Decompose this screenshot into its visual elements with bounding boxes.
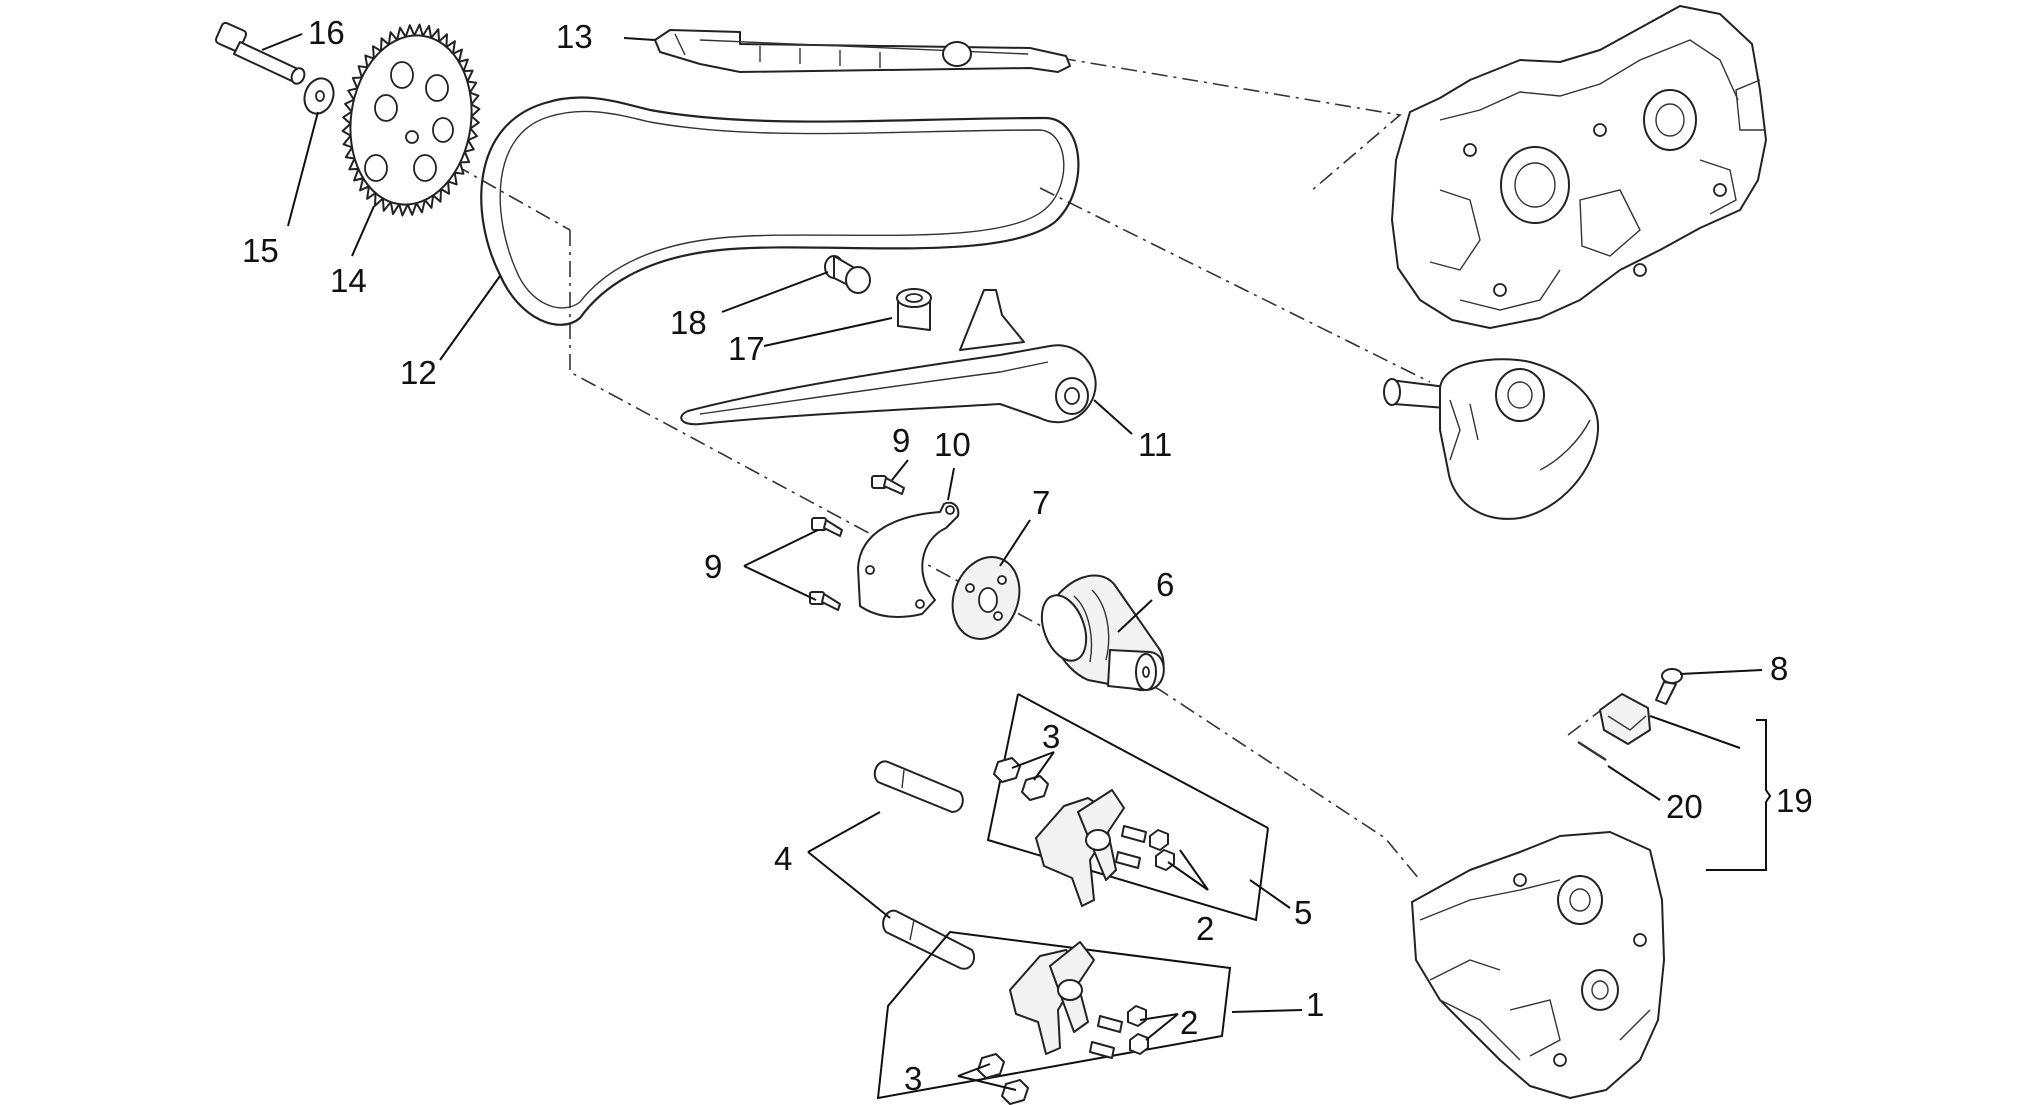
label-11: 11 <box>1138 426 1172 463</box>
part-20-gasket <box>1577 740 1607 762</box>
label-16: 16 <box>308 14 345 51</box>
callout-labels: 1 2 2 3 3 4 5 6 7 8 9 9 10 11 12 13 14 1… <box>242 14 1813 1097</box>
part-11-chain-tensioner-slider <box>680 289 1097 426</box>
label-3: 3 <box>1042 718 1060 755</box>
part-12-timing-chain <box>480 96 1080 326</box>
label-6: 6 <box>1156 566 1174 603</box>
label-1: 1 <box>1306 986 1324 1023</box>
part-5-rocker-arm-assembly <box>986 693 1269 922</box>
label-10: 10 <box>934 426 971 463</box>
label-18: 18 <box>670 304 707 341</box>
part-19-tensioner-plug-assembly <box>1599 693 1651 745</box>
label-9: 9 <box>704 548 722 585</box>
label-2: 2 <box>1196 910 1214 947</box>
part-13-upper-chain-guide <box>654 29 1071 73</box>
part-7-cam-disc <box>951 556 1021 640</box>
label-2: 2 <box>1180 1004 1198 1041</box>
part-16-bolt <box>214 21 306 85</box>
label-19: 19 <box>1776 782 1813 819</box>
engine-crankcase <box>1391 5 1767 329</box>
part-10-retaining-plate <box>857 501 960 618</box>
label-5: 5 <box>1294 894 1312 931</box>
label-4: 4 <box>774 840 792 877</box>
part-14-cam-sprocket <box>341 23 481 217</box>
label-8: 8 <box>1770 650 1788 687</box>
engine-crankshaft <box>1383 358 1600 520</box>
label-17: 17 <box>728 330 765 367</box>
label-14: 14 <box>330 262 367 299</box>
leader-lines <box>261 33 1772 1091</box>
label-3: 3 <box>904 1060 922 1097</box>
part-4-rocker-shafts <box>873 760 976 970</box>
part-6-camshaft <box>1040 574 1165 692</box>
engine-cylinder-head <box>1411 831 1665 1099</box>
part-9-screws <box>809 475 905 611</box>
part-15-washer <box>303 77 335 115</box>
part-17-bushing <box>896 288 932 331</box>
label-15: 15 <box>242 232 279 269</box>
part-8-screw <box>1655 668 1683 705</box>
label-7: 7 <box>1032 484 1050 521</box>
label-13: 13 <box>556 18 593 55</box>
part-18-pin <box>824 255 871 294</box>
label-9: 9 <box>892 422 910 459</box>
label-20: 20 <box>1666 788 1703 825</box>
label-12: 12 <box>400 354 437 391</box>
part-1-rocker-arm-assembly <box>876 930 1232 1105</box>
